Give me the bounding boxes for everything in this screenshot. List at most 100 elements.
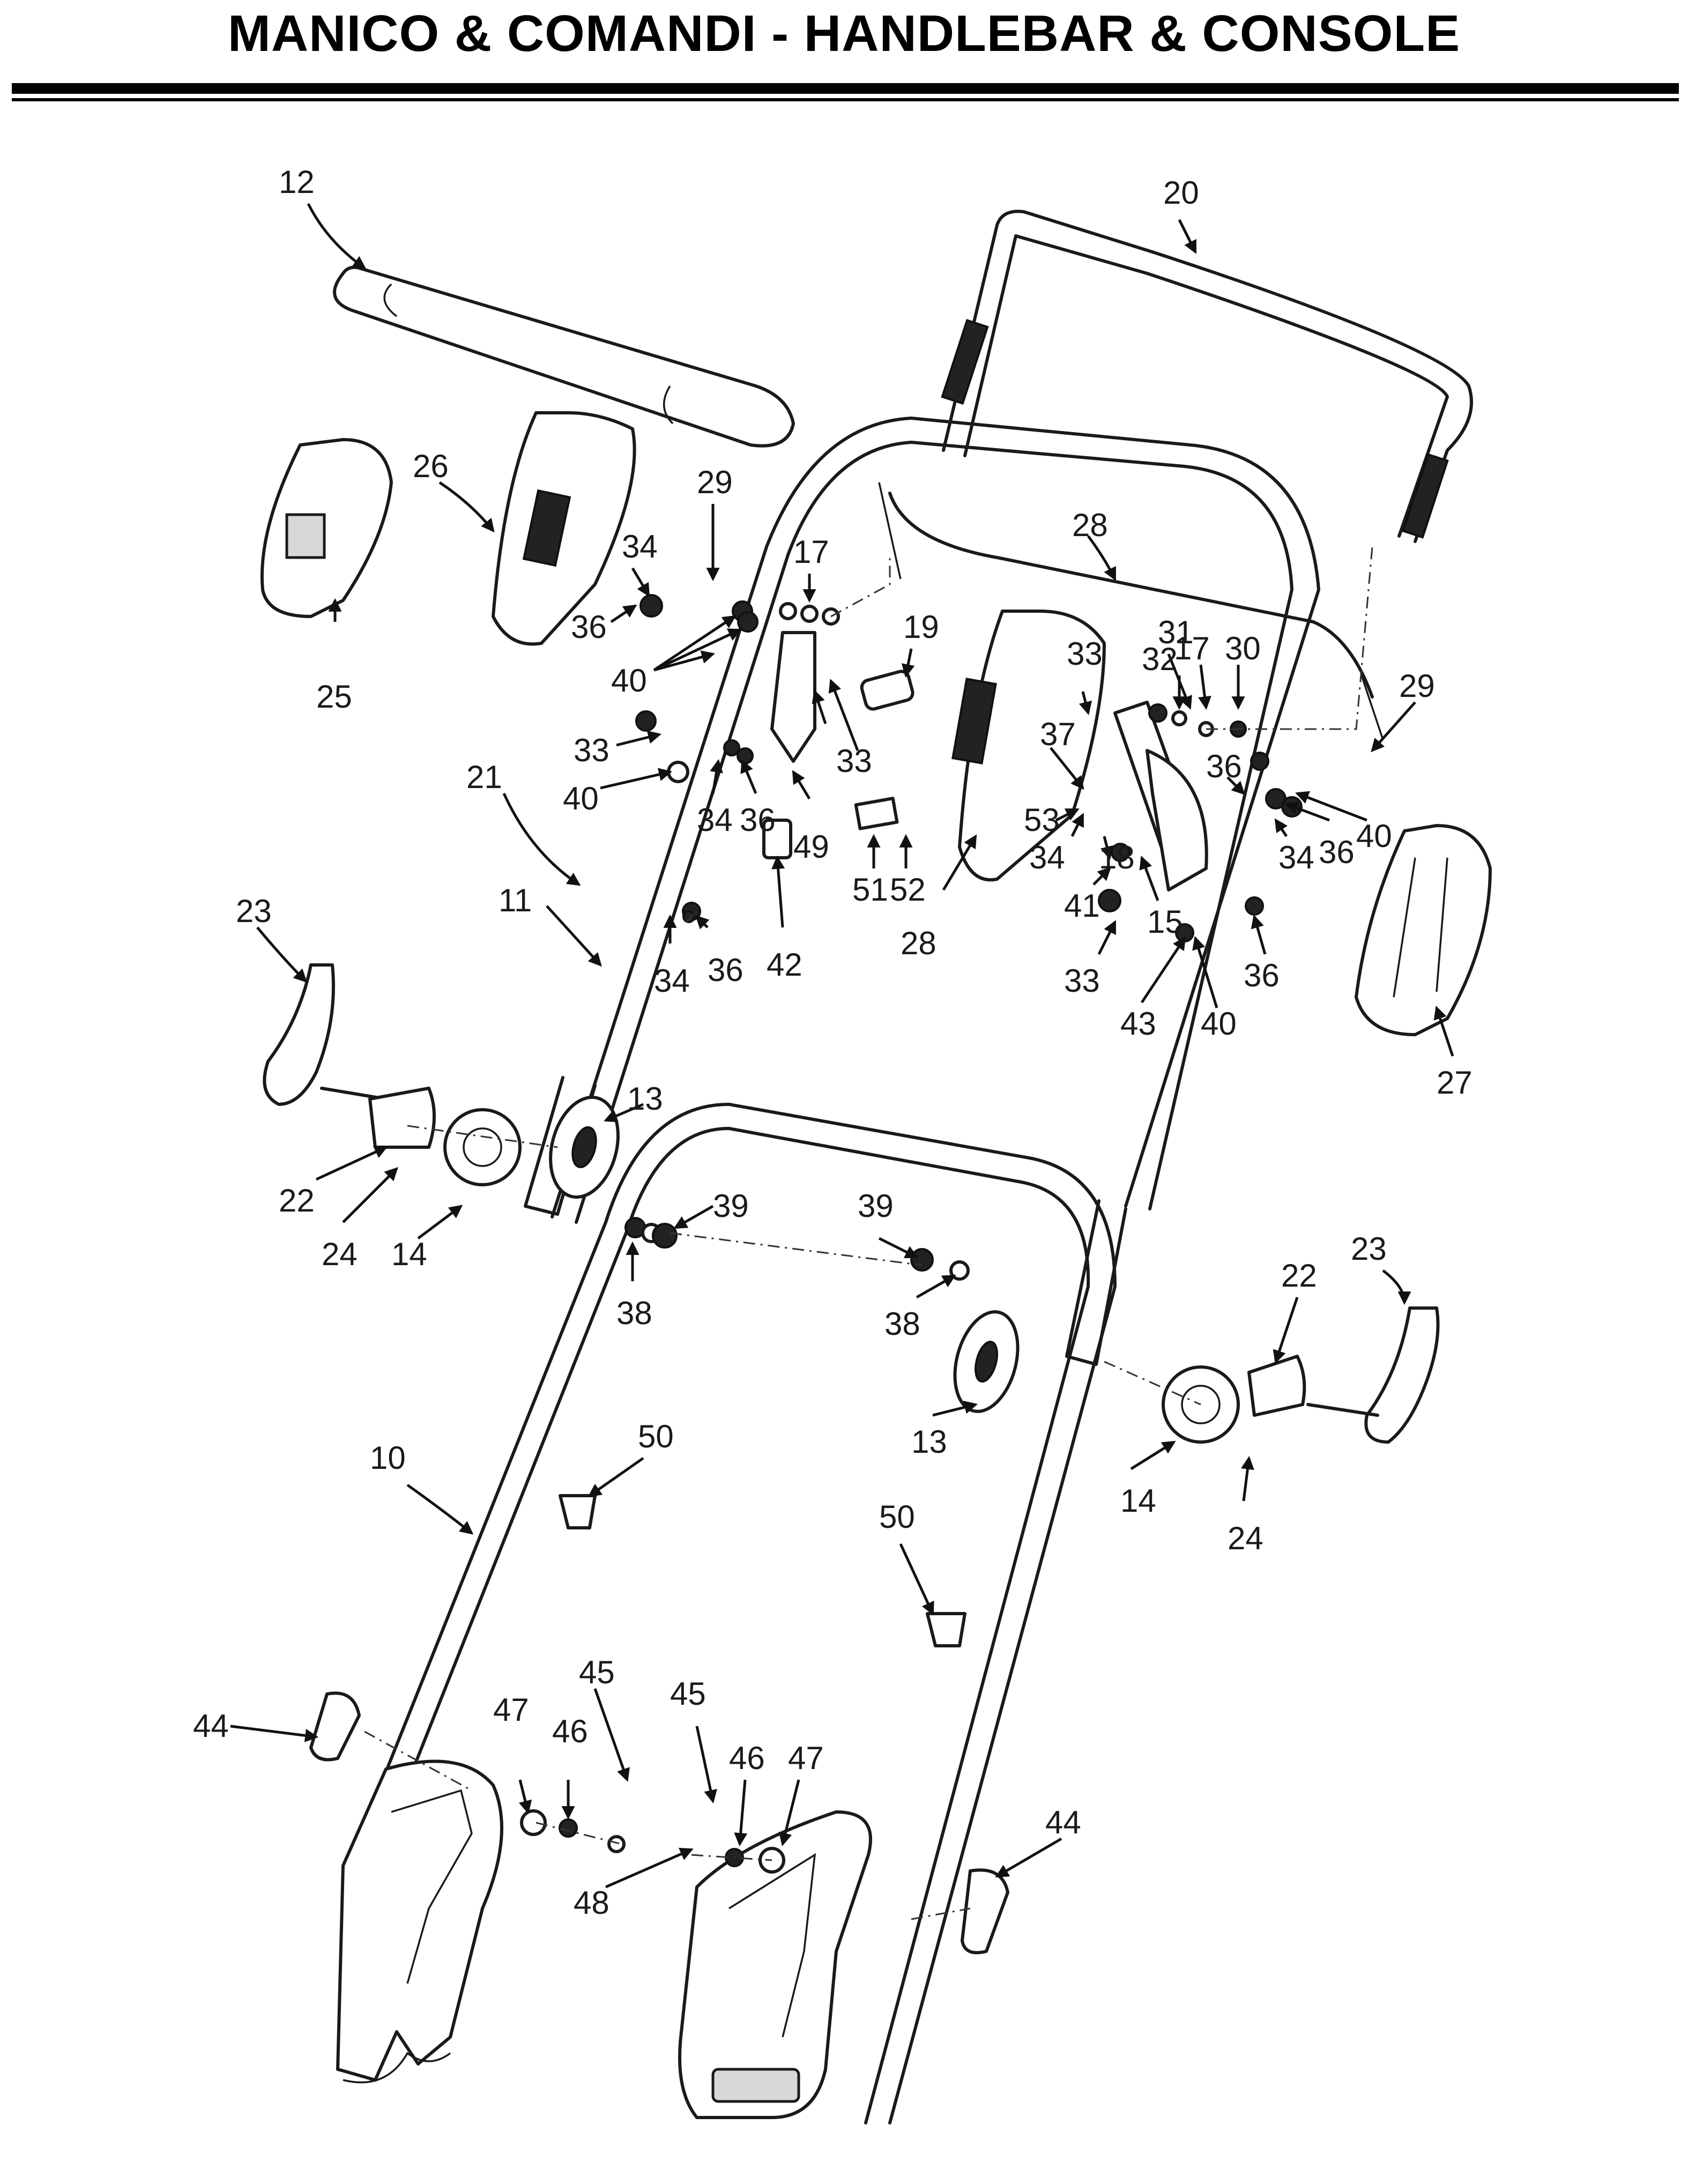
callout-14b: 14 xyxy=(1120,1483,1156,1519)
callout-17b: 17 xyxy=(1174,630,1210,666)
callout-41: 41 xyxy=(1064,888,1100,924)
height-lever-23-left xyxy=(263,963,388,1106)
callout-19: 19 xyxy=(903,609,939,645)
callout-52: 52 xyxy=(890,872,926,908)
callout-45: 45 xyxy=(579,1654,615,1690)
callout-15: 15 xyxy=(1147,904,1183,940)
callout-29b: 29 xyxy=(1399,668,1435,704)
callout-28b: 28 xyxy=(901,925,936,961)
lever-knob-22-left xyxy=(368,1087,436,1149)
callout-46: 46 xyxy=(552,1713,588,1749)
callout-11: 11 xyxy=(499,882,532,918)
upper-handlebar-tube xyxy=(551,417,1320,1224)
left-console-cover-25 xyxy=(260,438,393,618)
callout-25: 25 xyxy=(316,679,352,715)
callout-47: 47 xyxy=(493,1692,529,1728)
callout-40: 40 xyxy=(611,663,647,699)
callout-40c: 40 xyxy=(1356,818,1392,854)
callout-50: 50 xyxy=(638,1418,674,1454)
callout-36: 36 xyxy=(571,609,607,645)
callout-23b: 23 xyxy=(1351,1231,1387,1267)
mounting-bracket-right xyxy=(678,1810,872,2119)
callout-33c: 33 xyxy=(836,743,872,779)
callout-34c: 34 xyxy=(1029,840,1065,875)
callout-39: 39 xyxy=(713,1188,749,1224)
callout-17: 17 xyxy=(793,534,829,570)
bail-bar xyxy=(941,210,1473,543)
callout-10: 10 xyxy=(370,1440,406,1476)
switch-19 xyxy=(860,670,914,711)
callout-28: 28 xyxy=(1072,507,1108,543)
callout-36d: 36 xyxy=(1319,834,1355,870)
control-bracket-49 xyxy=(770,631,816,763)
callout-43: 43 xyxy=(1120,1006,1156,1042)
callout-40b: 40 xyxy=(563,781,599,816)
callout-37: 37 xyxy=(1040,716,1076,752)
callout-30: 30 xyxy=(1225,630,1261,666)
knob-44-right xyxy=(961,1868,1009,1955)
callout-38: 38 xyxy=(616,1295,652,1331)
drive-cable xyxy=(878,482,1384,740)
callout-18: 18 xyxy=(1099,840,1135,875)
callout-34d: 34 xyxy=(1278,840,1314,875)
right-console-cover-27 xyxy=(1355,824,1492,1036)
callout-14: 14 xyxy=(391,1236,427,1272)
title-rule-thick xyxy=(12,83,1679,94)
callout-33b: 33 xyxy=(574,732,609,768)
callout-48: 48 xyxy=(574,1885,609,1921)
callout-22b: 22 xyxy=(1281,1258,1317,1294)
callout-23: 23 xyxy=(236,893,272,929)
title-rule-thin xyxy=(12,98,1679,101)
callout-31: 31 xyxy=(1158,614,1194,650)
callout-44: 44 xyxy=(193,1708,229,1744)
callout-44b: 44 xyxy=(1045,1804,1081,1840)
callout-21: 21 xyxy=(466,759,502,795)
callout-50b: 50 xyxy=(879,1499,915,1535)
callout-24: 24 xyxy=(322,1236,358,1272)
wheel-knob-13-right xyxy=(953,1310,1020,1413)
callout-13b: 13 xyxy=(911,1424,947,1460)
page-title: MANICO & COMANDI - HANDLEBAR & CONSOLE xyxy=(227,5,1461,62)
callout-34e: 34 xyxy=(654,963,690,999)
leader-lines xyxy=(230,203,1454,1889)
assembly-lines xyxy=(364,546,1373,1920)
callout-32: 32 xyxy=(1142,641,1178,677)
fasteners xyxy=(520,594,1303,1874)
wheel-knob-13-left xyxy=(549,1095,620,1199)
callout-53: 53 xyxy=(1024,802,1060,838)
left-console-cover-26 xyxy=(492,411,636,646)
cable-clip-50-right xyxy=(926,1612,966,1647)
knob-44-left xyxy=(309,1691,361,1762)
callout-29: 29 xyxy=(697,464,733,500)
callout-34: 34 xyxy=(622,529,658,564)
callout-40d: 40 xyxy=(1201,1006,1237,1042)
callout-51: 51 xyxy=(852,872,888,908)
lever-assembly-15 xyxy=(1113,701,1208,892)
ratchet-14-left xyxy=(443,1108,522,1186)
callout-49: 49 xyxy=(793,829,829,865)
callout-47b: 47 xyxy=(788,1740,824,1776)
callout-24b: 24 xyxy=(1228,1520,1263,1556)
callout-45b: 45 xyxy=(670,1676,706,1712)
height-lever-23-right xyxy=(1306,1306,1440,1444)
callout-39b: 39 xyxy=(858,1188,894,1224)
callout-38b: 38 xyxy=(884,1306,920,1342)
callout-36c: 36 xyxy=(1206,748,1242,784)
callout-42: 42 xyxy=(767,947,802,983)
callout-36e: 36 xyxy=(708,952,743,988)
callout-13: 13 xyxy=(627,1081,663,1117)
callout-20: 20 xyxy=(1163,175,1199,211)
clip-51 xyxy=(854,797,899,830)
callout-36b: 36 xyxy=(740,802,776,838)
lever-knob-22-right xyxy=(1247,1355,1306,1417)
callout-33d: 33 xyxy=(1064,963,1100,999)
callout-36f: 36 xyxy=(1244,957,1280,993)
cable-clip-50-left xyxy=(559,1494,597,1529)
callout-22: 22 xyxy=(279,1183,315,1219)
callout-33: 33 xyxy=(1067,636,1103,672)
callout-12: 12 xyxy=(279,164,315,200)
callout-34b: 34 xyxy=(697,802,733,838)
callout-46b: 46 xyxy=(729,1740,765,1776)
callout-26: 26 xyxy=(413,448,449,484)
callout-labels: 12 20 26 29 17 28 34 36 40 25 19 33 31 3… xyxy=(193,164,1473,1921)
